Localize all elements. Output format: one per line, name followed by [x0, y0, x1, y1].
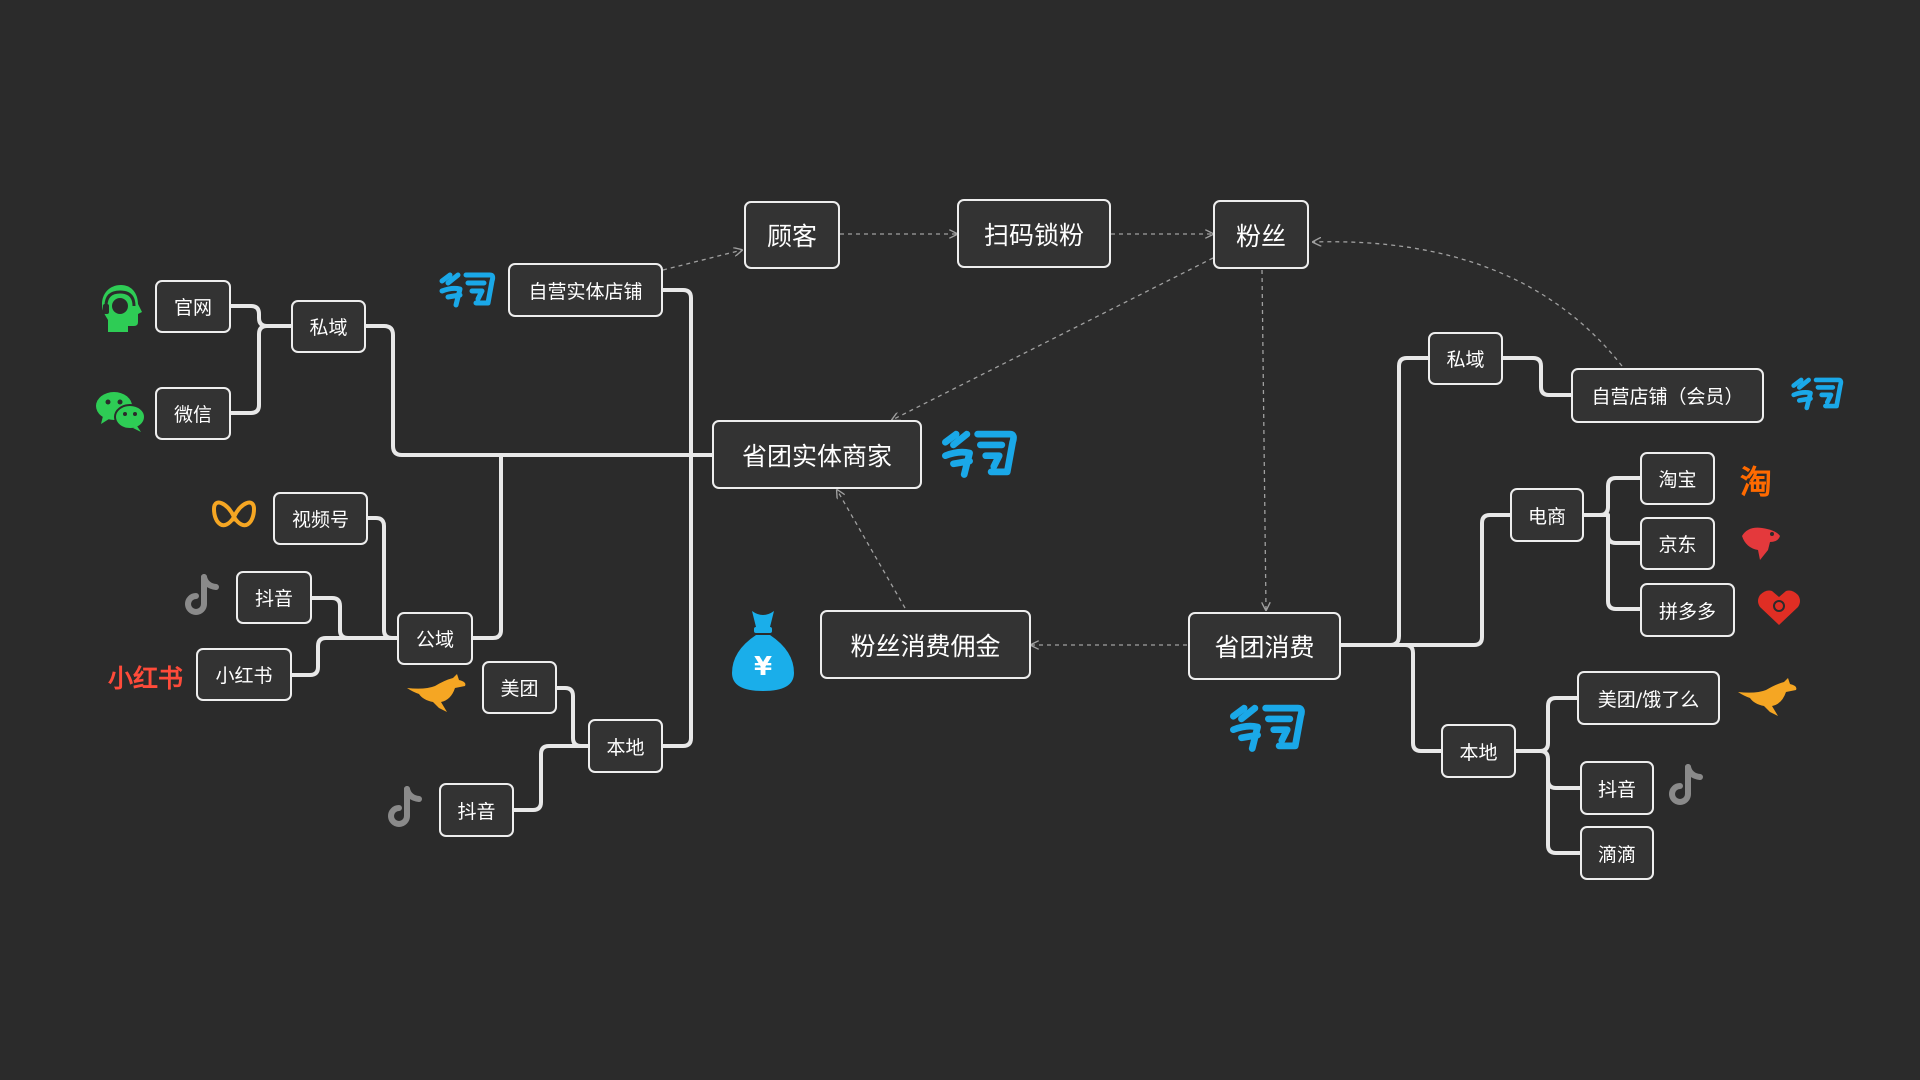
- node-weixin: 微信: [155, 387, 231, 440]
- node-meituan-left: 美团: [482, 661, 557, 714]
- connector-guanwang-siyu: [231, 304, 291, 328]
- connector-selfstore-merchant: [663, 288, 693, 455]
- node-bendi-left: 本地: [588, 719, 663, 773]
- node-bendi-right: 本地: [1441, 724, 1516, 778]
- connector-consume-bendi: [1404, 643, 1441, 753]
- connector-ecom-taobao: [1584, 476, 1640, 517]
- node-taobao: 淘宝: [1640, 452, 1715, 505]
- node-xiaohongshu: 小红书: [196, 648, 292, 701]
- node-douyin-public: 抖音: [236, 571, 312, 624]
- tiktok-icon: [185, 574, 219, 615]
- shengtuan-logo: [1791, 377, 1844, 411]
- node-jd: 京东: [1640, 517, 1715, 570]
- arrow-member-fans: [1313, 242, 1623, 367]
- connector-bendi-didi: [1546, 770, 1580, 855]
- node-siyu-left: 私域: [291, 300, 366, 353]
- arrow-commission-merchant: [837, 490, 906, 609]
- connector-douyin-bendi: [514, 744, 589, 812]
- node-gongyu: 公域: [397, 612, 473, 665]
- connector-siyu-merchant: [366, 324, 712, 457]
- connector-siyu-member: [1503, 356, 1571, 397]
- node-commission: 粉丝消费佣金: [820, 610, 1031, 679]
- node-shipinhao: 视频号: [273, 492, 368, 545]
- money-bag-icon: ¥: [732, 611, 794, 691]
- node-consume: 省团消费: [1188, 612, 1341, 680]
- connector-bendi-douyin: [1516, 749, 1580, 790]
- tiktok-icon: [1669, 764, 1703, 805]
- jd-dog-icon: [1742, 527, 1780, 560]
- connector-ecom-pdd: [1606, 520, 1640, 611]
- arrow-fans-consume: [1261, 269, 1266, 610]
- connector-meituan-bendi: [557, 686, 589, 748]
- node-customer: 顾客: [744, 201, 840, 269]
- node-siyu-right: 私域: [1428, 332, 1503, 385]
- connector-shipinhao-gongyu: [368, 516, 397, 640]
- shengtuan-logo: [1230, 704, 1305, 752]
- arrow-selfstore-customer: [662, 250, 742, 271]
- taobao-logo: 淘: [1740, 463, 1773, 501]
- connector-consume-ecommerce: [1390, 513, 1510, 647]
- xiaohongshu-logo: 小红书: [108, 664, 184, 693]
- connector-bendi-meituan: [1516, 696, 1577, 753]
- node-merchant: 省团实体商家: [712, 420, 922, 489]
- node-fans: 粉丝: [1213, 200, 1309, 269]
- connector-bendi-merchant: [663, 455, 693, 748]
- connector-consume-siyu: [1341, 356, 1428, 647]
- yuan-symbol: ¥: [754, 652, 772, 682]
- shengtuan-logo: [439, 272, 496, 308]
- connector-ecom-jd: [1584, 513, 1640, 545]
- node-didi: 滴滴: [1580, 826, 1654, 880]
- headset-icon: [102, 285, 142, 332]
- pinduoduo-icon: [1758, 590, 1800, 625]
- meituan-kangaroo-icon: [1738, 678, 1797, 716]
- node-guanwang: 官网: [155, 280, 231, 333]
- meituan-kangaroo-icon: [407, 674, 466, 712]
- node-scan-lock: 扫码锁粉: [957, 199, 1111, 268]
- node-douyin-local-right: 抖音: [1580, 761, 1654, 815]
- connector-weixin-siyu: [231, 324, 291, 415]
- wechat-icon: [96, 392, 146, 432]
- node-ecommerce: 电商: [1510, 488, 1584, 542]
- arrow-fans-merchant: [892, 257, 1214, 420]
- channels-icon: [211, 500, 257, 528]
- node-meituan-eleme: 美团/饿了么: [1577, 671, 1720, 725]
- node-pdd: 拼多多: [1640, 583, 1735, 637]
- node-douyin-local-left: 抖音: [439, 783, 514, 837]
- connector-gongyu-merchant: [473, 455, 503, 640]
- tiktok-icon: [388, 786, 422, 827]
- connector-xhs-gongyu: [292, 636, 397, 677]
- node-self-store-member: 自营店铺（会员）: [1571, 368, 1764, 423]
- shengtuan-logo: [942, 430, 1017, 478]
- node-self-store: 自营实体店铺: [508, 263, 663, 317]
